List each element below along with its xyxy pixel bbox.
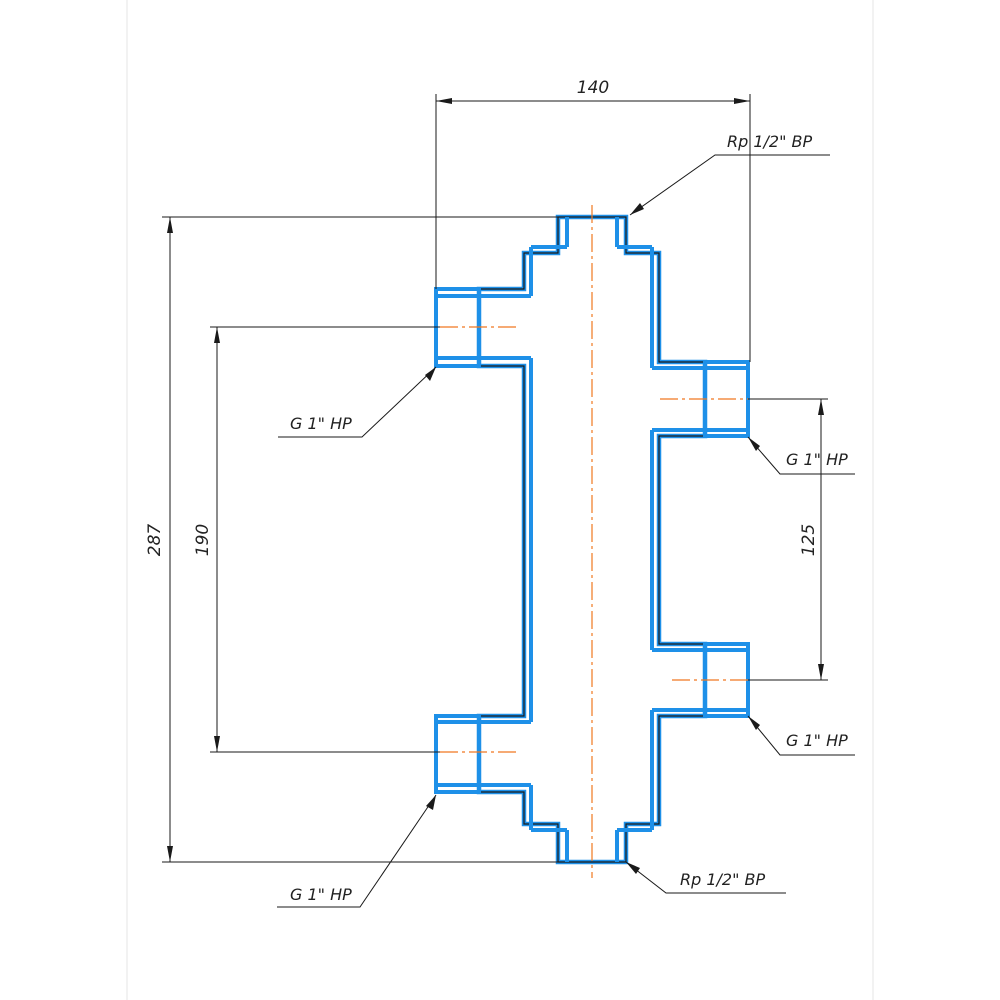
sheet-frame — [126, 0, 874, 1000]
leader-lines — [277, 154, 855, 908]
dim-125: 125 — [799, 524, 819, 556]
separator-body — [434, 214, 750, 865]
left-bottom-nipple — [434, 714, 531, 794]
label-right-top-port: G 1" HP — [786, 450, 848, 469]
label-right-bottom-port: G 1" HP — [786, 731, 848, 750]
main-bore — [529, 217, 654, 862]
label-left-top-port: G 1" HP — [290, 414, 352, 433]
dim-287: 287 — [145, 524, 165, 557]
label-left-bottom-port: G 1" HP — [290, 885, 352, 904]
leader-arrows — [425, 203, 760, 874]
dimension-arrows — [167, 98, 824, 862]
dim-190: 190 — [193, 524, 213, 556]
label-bottom-port: Rp 1/2" BP — [680, 870, 766, 889]
dimension-lines — [162, 94, 828, 863]
label-top-port: Rp 1/2" BP — [727, 132, 813, 151]
center-lines — [440, 205, 748, 878]
dim-140: 140 — [577, 78, 609, 98]
